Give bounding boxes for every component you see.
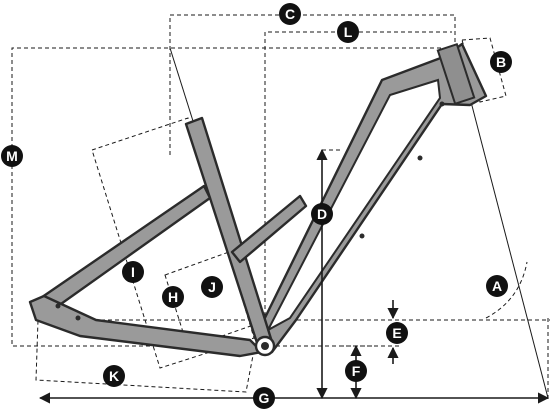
badge-k: K xyxy=(103,365,125,387)
badge-a: A xyxy=(486,275,508,297)
svg-text:M: M xyxy=(6,148,18,164)
badge-g: G xyxy=(253,387,275,409)
badge-h: H xyxy=(162,286,184,308)
top-brace xyxy=(230,194,308,264)
svg-text:D: D xyxy=(317,206,327,222)
chain-stay xyxy=(28,294,264,358)
cable-port xyxy=(359,233,365,239)
badge-i: I xyxy=(122,261,144,283)
badge-l: L xyxy=(337,21,359,43)
bottom-bracket-center xyxy=(261,342,269,350)
svg-text:B: B xyxy=(496,54,506,70)
svg-text:C: C xyxy=(285,6,295,22)
svg-text:L: L xyxy=(344,24,353,40)
svg-text:F: F xyxy=(352,363,361,379)
badge-b: B xyxy=(490,51,512,73)
badge-c: C xyxy=(279,3,301,25)
dim-c xyxy=(169,14,456,155)
svg-text:J: J xyxy=(208,279,216,295)
svg-text:E: E xyxy=(392,325,401,341)
head-tube xyxy=(436,43,476,105)
cable-port xyxy=(55,303,61,309)
dim-m xyxy=(11,47,455,347)
cable-port xyxy=(417,155,423,161)
badge-e: E xyxy=(386,322,408,344)
dim-k xyxy=(35,319,256,393)
badge-m: M xyxy=(1,145,23,167)
svg-text:G: G xyxy=(259,390,270,406)
badge-d: D xyxy=(311,203,333,225)
cable-port xyxy=(439,101,445,107)
frame-opening xyxy=(265,78,442,333)
bike-frame xyxy=(28,42,488,358)
svg-text:A: A xyxy=(492,278,502,294)
svg-text:K: K xyxy=(109,368,119,384)
svg-text:H: H xyxy=(168,289,178,305)
badge-f: F xyxy=(345,360,367,382)
svg-text:I: I xyxy=(131,264,135,280)
head-tube-axis xyxy=(469,97,549,399)
cable-port xyxy=(75,315,81,321)
badge-j: J xyxy=(201,276,223,298)
dim-a-arc xyxy=(485,261,528,319)
